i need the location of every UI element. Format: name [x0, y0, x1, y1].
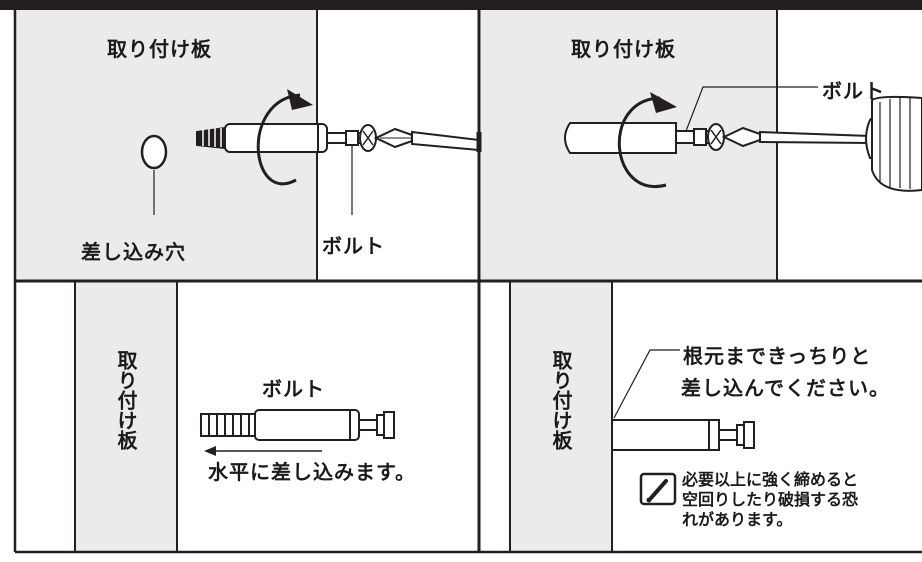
panel1-screwdriver-icon: [373, 127, 482, 152]
panel4-dowel-bolt-icon: [611, 419, 755, 451]
panel3-direction-arrow-icon: [204, 446, 322, 456]
panel3-plate-label: 取り付け板: [114, 350, 138, 450]
panel4-instruction-leader: [613, 349, 680, 419]
panel2-bolt-leader: [685, 86, 818, 132]
panel4-plate: [510, 281, 612, 551]
panel2-plate-label: 取り付け板: [571, 37, 676, 61]
panel2-dowel-bolt-icon: [564, 122, 725, 154]
panel3-dowel-bolt-icon: [200, 409, 395, 441]
panel4-warning-line2: 空回りしたり破損する恐: [682, 490, 859, 509]
panel1-dowel-bolt-icon: [196, 123, 377, 153]
panel4-instruction-line1: 根元まできっちりと: [683, 344, 872, 368]
panel1-plate-label: 取り付け板: [107, 37, 212, 61]
panel4-warning-line1: 必要以上に強く締めると: [682, 470, 859, 489]
panel2-rotation-arrow-icon: [617, 92, 677, 189]
pen-warning-icon: [639, 472, 677, 506]
panel3-instruction: 水平に差し込みます。: [208, 460, 416, 484]
panel1-hole-label: 差し込み穴: [81, 240, 186, 264]
panel2-screwdriver-icon: [721, 95, 922, 192]
panel1-bolt-label: ボルト: [322, 234, 385, 258]
panel3-plate: [75, 281, 177, 551]
panel4-instruction-line2: 差し込んでください。: [681, 376, 890, 400]
panel3-bolt-label: ボルト: [262, 377, 325, 401]
panel1-rotation-arrow-icon: [256, 89, 313, 186]
top-bar: [0, 0, 922, 10]
panel1-hole-icon: [140, 134, 168, 170]
panel4-plate-label: 取り付け板: [549, 350, 573, 450]
panel4-warning-line3: れがあります。: [682, 510, 793, 529]
